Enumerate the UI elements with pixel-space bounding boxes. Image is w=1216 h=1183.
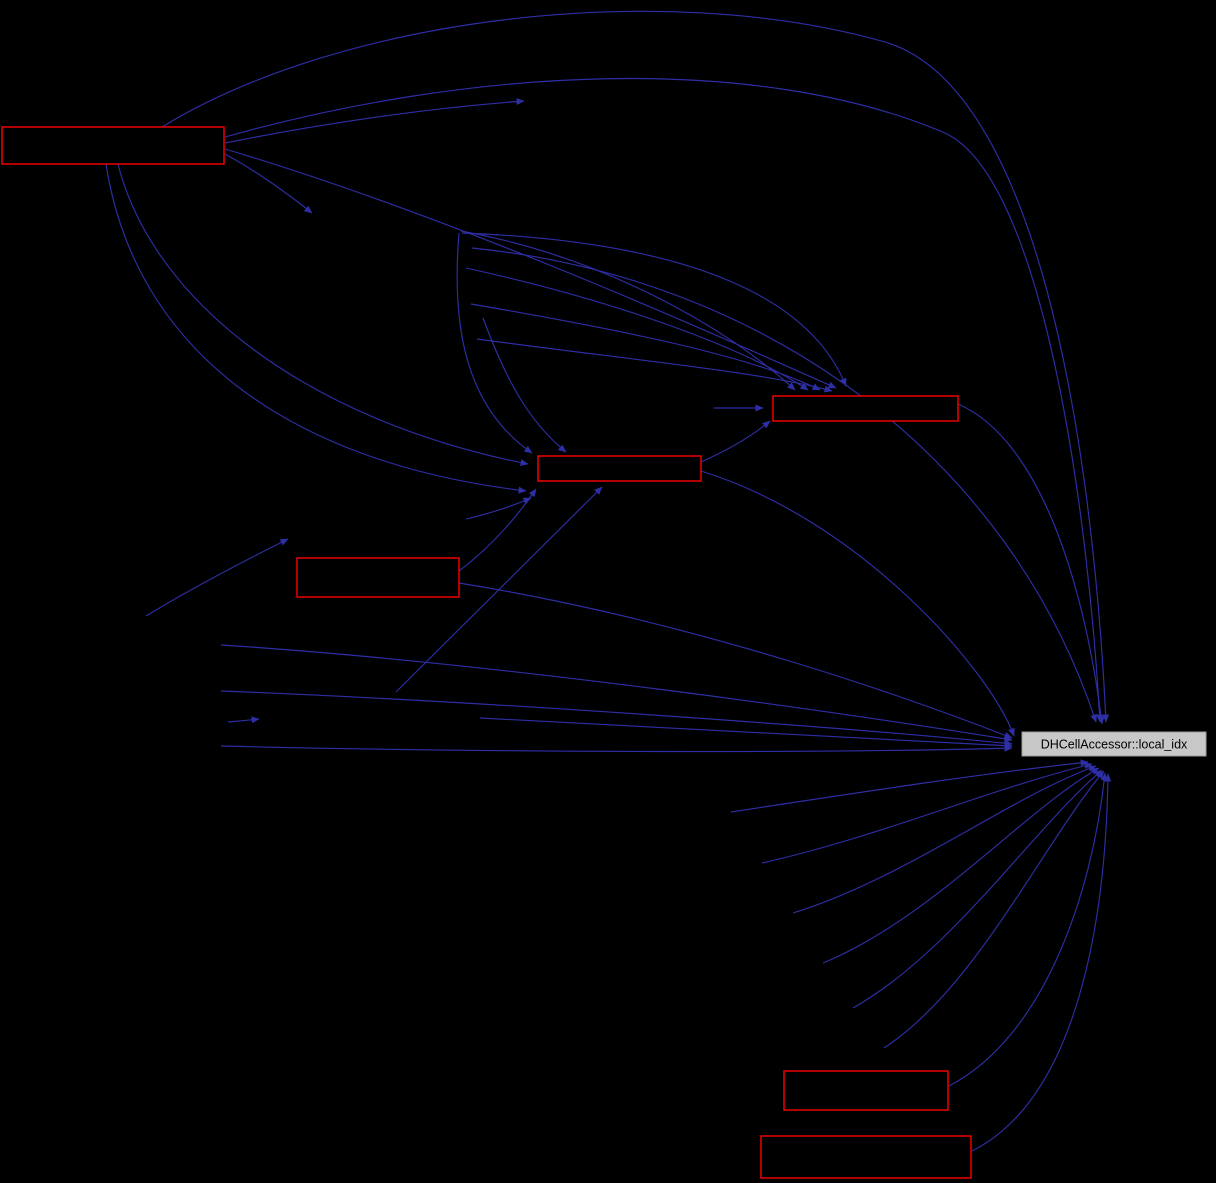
node-box-mid-right[interactable] [772, 395, 959, 422]
edge [761, 762, 1093, 864]
edge [883, 770, 1105, 1049]
edge [471, 247, 1097, 723]
highlight-node-box [1021, 731, 1207, 757]
node-box-bottom-2[interactable] [760, 1135, 972, 1179]
highlight-node: DHCellAccessor::local_idx [1021, 731, 1207, 757]
node-box-bottom-1[interactable] [783, 1070, 949, 1111]
edge [479, 717, 1013, 750]
edge [458, 488, 537, 572]
edge [957, 403, 1105, 725]
edge [971, 773, 1112, 1152]
edge [220, 744, 1013, 753]
edge [465, 497, 532, 520]
edge [224, 153, 313, 214]
edge [792, 765, 1097, 914]
edges [105, 10, 1112, 1152]
node-box-left-center[interactable] [296, 557, 460, 598]
edge [145, 538, 289, 617]
edge [482, 317, 567, 453]
highlight-node-label: DHCellAccessor::local_idx [1041, 738, 1188, 752]
edge [117, 163, 529, 466]
edge [224, 148, 837, 389]
node-box-top-left[interactable] [1, 126, 225, 165]
edge [852, 769, 1103, 1009]
edge [822, 767, 1100, 964]
edge [224, 98, 525, 144]
edge [105, 163, 527, 494]
edge [220, 644, 1013, 743]
edge [456, 232, 533, 454]
edge [227, 716, 260, 724]
red-nodes [1, 126, 972, 1179]
edge [461, 232, 847, 387]
edge [700, 470, 1015, 737]
edge [730, 759, 1089, 813]
edge [470, 303, 821, 391]
edge [161, 10, 1110, 723]
node-box-center[interactable] [537, 455, 702, 482]
edge [220, 690, 1013, 747]
edge [395, 486, 603, 693]
edge [465, 267, 809, 391]
edge [948, 772, 1108, 1087]
edge [476, 338, 833, 393]
edge [700, 420, 771, 463]
edge [224, 77, 1104, 723]
edge [460, 230, 796, 391]
edge [458, 582, 1013, 739]
